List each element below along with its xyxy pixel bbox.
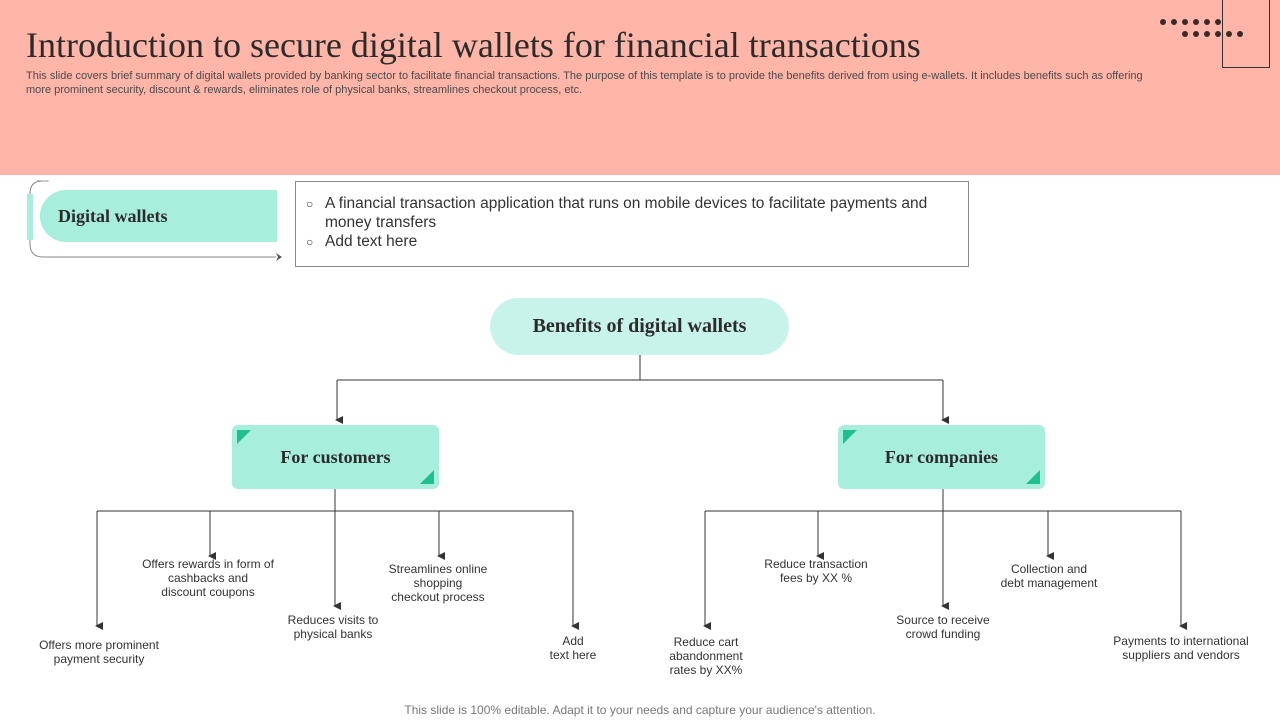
company-benefit-funding: Source to receive crowd funding <box>896 613 989 641</box>
leaf-line: crowd funding <box>905 627 981 641</box>
leaf-line: fees by XX % <box>779 571 853 585</box>
subtitle-line-2: more prominent security, discount & rewa… <box>26 84 583 96</box>
digital-wallets-text: Digital wallets <box>58 205 168 226</box>
benefits-root-node: Benefits of digital wallets <box>490 298 789 355</box>
decorative-dots <box>1160 19 1243 37</box>
leaf-line: Reduces visits to <box>287 613 379 627</box>
definition-list: A financial transaction application that… <box>306 194 952 252</box>
leaf-line: text here <box>549 648 597 662</box>
leaf-line: checkout process <box>391 590 485 604</box>
leaf-line: Reduce cart <box>673 635 739 649</box>
leaf-line: shopping <box>413 576 463 590</box>
leaf-line: payment security <box>53 652 145 666</box>
customers-label: For customers <box>280 446 391 467</box>
corner-accent-icon <box>843 430 857 444</box>
subtitle-line-1: This slide covers brief summary of digit… <box>26 70 1143 82</box>
company-benefit-fees: Reduce transaction fees by XX % <box>764 557 867 585</box>
leaf-line: Collection and <box>1010 562 1088 576</box>
leaf-line: debt management <box>1000 576 1098 590</box>
company-benefit-collection: Collection and debt management <box>1001 562 1098 590</box>
customer-benefit-placeholder: Add text here <box>550 634 597 662</box>
page-title: Introduction to secure digital wallets f… <box>26 25 921 65</box>
customer-benefit-banks: Reduces visits to physical banks <box>288 613 379 641</box>
title-banner: Introduction to secure digital wallets f… <box>0 0 1280 175</box>
customer-benefit-rewards: Offers rewards in form of cashbacks and … <box>142 557 274 599</box>
leaf-line: physical banks <box>293 627 373 641</box>
leaf-line: abandonment <box>669 649 743 663</box>
leaf-line: Reduce transaction <box>764 557 868 571</box>
page-subtitle: This slide covers brief summary of digit… <box>26 69 1254 97</box>
leaf-line: suppliers and vendors <box>1122 648 1240 662</box>
definition-box: A financial transaction application that… <box>295 181 969 267</box>
corner-accent-icon <box>1026 470 1040 484</box>
digital-wallets-label: Digital wallets <box>40 190 277 242</box>
company-benefit-payments: Payments to international suppliers and … <box>1113 634 1248 662</box>
benefits-title: Benefits of digital wallets <box>532 315 747 337</box>
leaf-line: discount coupons <box>161 585 255 599</box>
leaf-line: Add <box>562 634 584 648</box>
corner-accent-icon <box>237 430 251 444</box>
leaf-line: cashbacks and <box>167 571 249 585</box>
leaf-line: Source to receive <box>896 613 990 627</box>
leaf-line: Payments to international <box>1113 634 1249 648</box>
companies-label: For companies <box>884 446 999 467</box>
leaf-line: Offers rewards in form of <box>142 557 274 571</box>
footer-note: This slide is 100% editable. Adapt it to… <box>404 703 876 717</box>
companies-node: For companies <box>838 425 1045 489</box>
leaf-line: Streamlines online <box>388 562 488 576</box>
definition-point: A financial transaction application that… <box>306 194 952 232</box>
leaf-line: rates by XX% <box>669 663 743 677</box>
corner-accent-icon <box>420 470 434 484</box>
decorative-frame <box>1222 0 1270 68</box>
definition-point: Add text here <box>306 232 952 252</box>
customer-benefit-checkout: Streamlines online shopping checkout pro… <box>389 562 488 604</box>
company-benefit-cart: Reduce cart abandonment rates by XX% <box>669 635 742 677</box>
definition-bracket <box>29 180 282 261</box>
customers-node: For customers <box>232 425 439 489</box>
customer-benefit-security: Offers more prominent payment security <box>39 638 159 666</box>
leaf-line: Offers more prominent <box>39 638 159 652</box>
label-accent-bar <box>27 194 33 240</box>
